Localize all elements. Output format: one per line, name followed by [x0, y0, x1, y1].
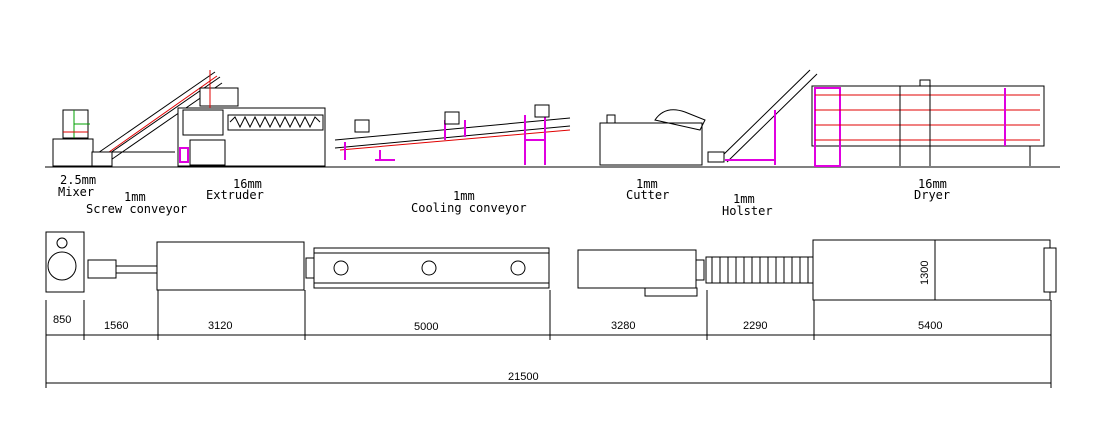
cooling-conveyor-label: Cooling conveyor	[411, 201, 527, 215]
cooling-conveyor-elevation	[334, 104, 571, 165]
cutter-spec: 1mm	[636, 177, 658, 191]
holster-label: Holster	[722, 204, 773, 218]
screw-conveyor-spec: 1mm	[124, 190, 146, 204]
extruder-spec: 16mm	[233, 177, 262, 191]
mixer-elevation	[52, 109, 94, 167]
holster-spec: 1mm	[733, 192, 755, 206]
dim-dryer: 5400	[918, 320, 942, 332]
plan-view	[45, 231, 1057, 301]
mixer-spec: 2.5mm	[60, 173, 96, 187]
cutter-label: Cutter	[626, 188, 669, 202]
dim-total: 21500	[508, 371, 539, 383]
dryer-label: Dryer	[914, 188, 950, 202]
dryer-elevation	[811, 79, 1045, 167]
screw-conveyor-label: Screw conveyor	[86, 202, 187, 216]
extruder-elevation	[177, 70, 326, 167]
holster-elevation	[707, 69, 818, 165]
dim-dryer-width: 1300	[919, 261, 931, 285]
dimension-lines	[45, 290, 1052, 388]
dim-holster: 2290	[743, 320, 767, 332]
mixer-label: Mixer	[58, 185, 94, 199]
dim-extruder: 3120	[208, 320, 232, 332]
cutter-elevation	[599, 109, 706, 166]
dim-cooling-conveyor: 5000	[414, 321, 438, 333]
dim-cutter: 3280	[611, 320, 635, 332]
dim-mixer: 850	[53, 314, 71, 326]
dryer-spec: 16mm	[918, 177, 947, 191]
cooling-conveyor-spec: 1mm	[453, 189, 475, 203]
extruder-label: Extruder	[206, 188, 264, 202]
dim-screw-conveyor: 1560	[104, 320, 128, 332]
